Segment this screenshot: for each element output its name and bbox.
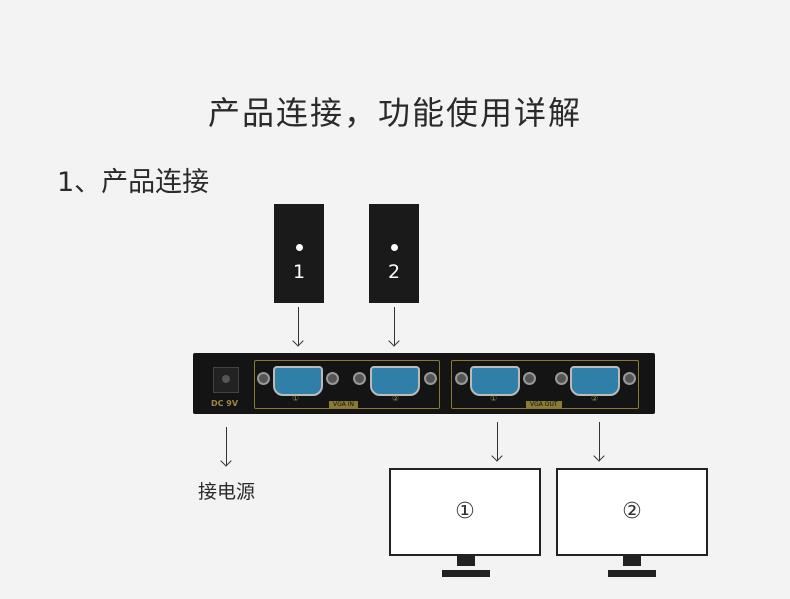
arrow-down-icon <box>226 427 227 466</box>
source-label: 1 <box>292 261 306 283</box>
vga-out-label: VGA OUT <box>526 401 562 408</box>
vga-in-port-2 <box>370 366 420 396</box>
vga-in-port-1 <box>273 366 323 396</box>
port-number: ① <box>292 394 300 403</box>
arrow-down-icon <box>497 422 498 461</box>
port-number: ② <box>591 394 599 403</box>
power-label: DC 9V <box>211 399 239 408</box>
vga-out-group <box>451 360 639 409</box>
power-caption: 接电源 <box>198 481 256 503</box>
arrow-down-icon <box>298 307 299 346</box>
vga-out-port-2 <box>570 366 620 396</box>
source-label: 2 <box>387 261 401 283</box>
source-2: 2 <box>369 204 419 303</box>
vga-out-port-1 <box>470 366 520 396</box>
page-title: 产品连接，功能使用详解 <box>207 94 582 132</box>
vga-in-label: VGA IN <box>329 401 359 408</box>
arrow-down-icon <box>394 307 395 346</box>
port-number: ① <box>490 394 498 403</box>
source-1: 1 <box>274 204 324 303</box>
vga-in-group <box>254 360 440 409</box>
vga-splitter-device: DC 9V ① ② ① ② VGA IN VGA OUT <box>193 353 655 414</box>
port-number: ② <box>392 394 400 403</box>
arrow-down-icon <box>599 422 600 461</box>
section-title: 1、产品连接 <box>57 167 210 198</box>
dc-jack <box>213 367 239 393</box>
monitor-1: ① <box>389 468 541 556</box>
monitor-2: ② <box>556 468 708 556</box>
